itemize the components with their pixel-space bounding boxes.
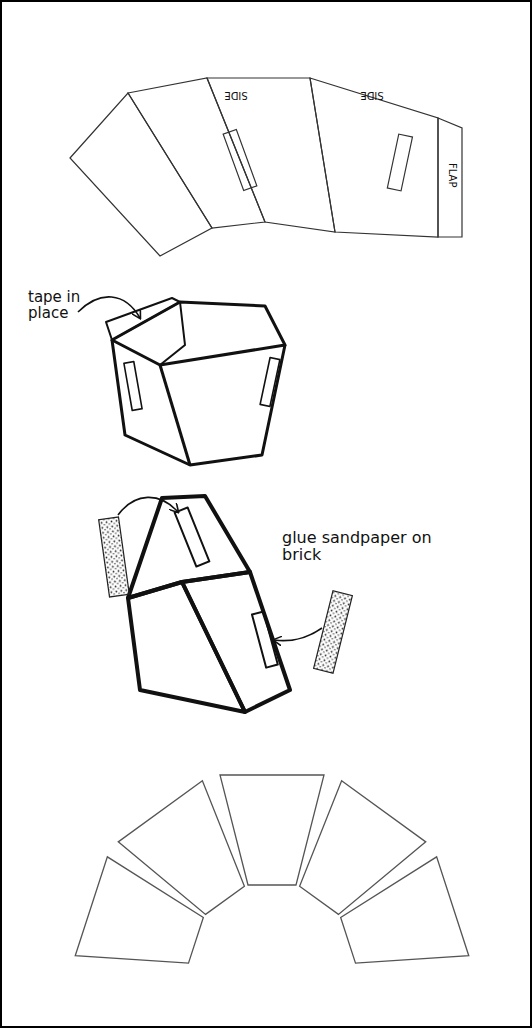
arch-pieces	[75, 775, 469, 990]
leader-arrow	[78, 297, 140, 318]
panel-label: SIDE	[214, 89, 258, 100]
box-net	[70, 78, 462, 256]
folded-box	[106, 298, 285, 465]
net-panel	[310, 78, 438, 237]
arch-piece	[332, 857, 469, 990]
flap-label: FLAP	[447, 151, 458, 199]
sandpaper-strip	[99, 517, 130, 597]
slot-outline	[124, 361, 142, 410]
covered-brick	[128, 496, 290, 712]
note-label: glue sandpaper on brick	[282, 530, 432, 564]
net-panel	[128, 78, 265, 228]
slot-outline	[252, 611, 278, 667]
box-sides	[112, 340, 285, 465]
slot-outline	[387, 134, 412, 191]
box-edge	[160, 365, 190, 465]
slot-outline	[175, 507, 210, 566]
net-flap	[438, 118, 462, 237]
net-panel	[70, 93, 212, 256]
box-flap	[106, 298, 180, 340]
box-rim	[112, 302, 285, 365]
sandpaper-strip	[314, 591, 353, 673]
leader-arrow	[274, 628, 322, 641]
slot-outline	[223, 129, 257, 190]
note-label: tape in place	[28, 290, 100, 322]
brick-face	[128, 582, 245, 712]
panel-label: SIDE	[350, 89, 394, 100]
net-panel	[207, 78, 335, 232]
leader-arrow	[118, 497, 178, 515]
slot-outline	[260, 357, 280, 406]
brick-face	[182, 572, 290, 712]
